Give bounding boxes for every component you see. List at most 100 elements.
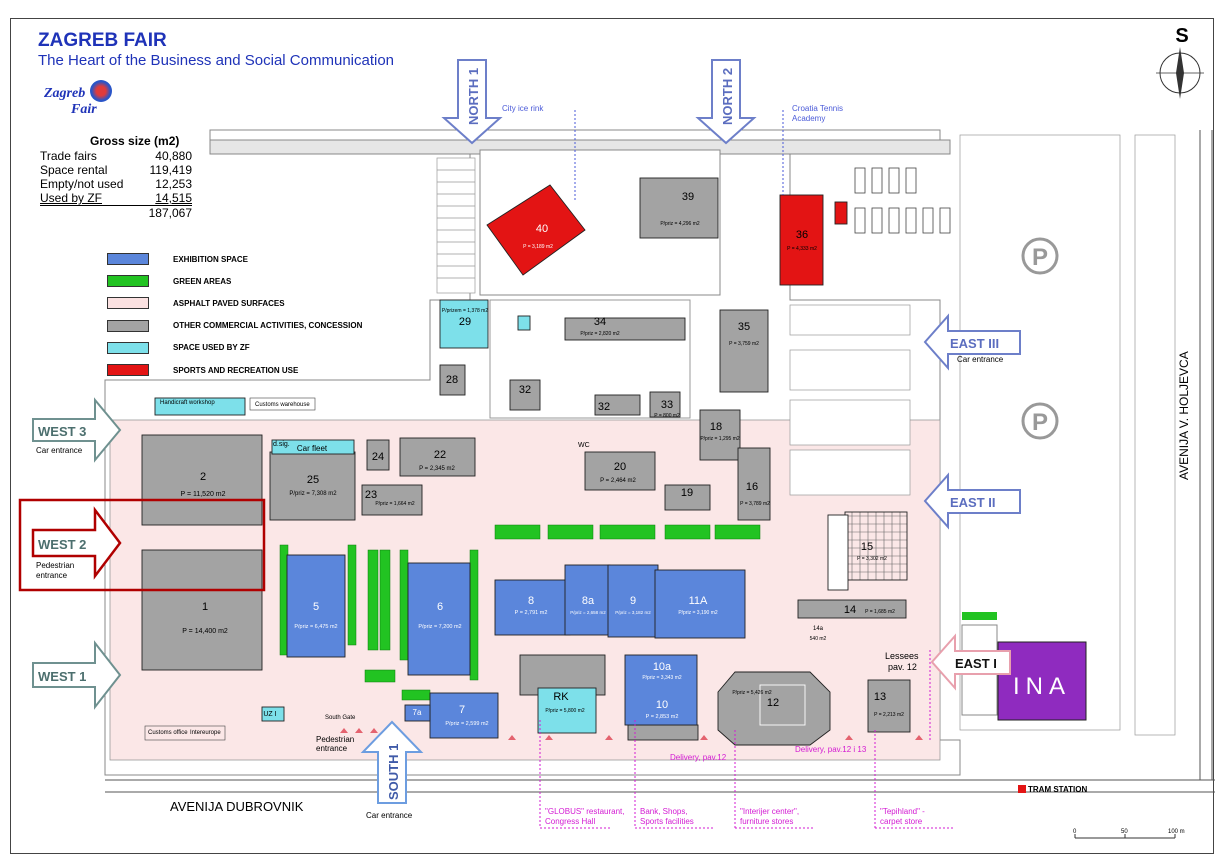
pav-label-34: 34 bbox=[594, 316, 606, 328]
legend-label: SPACE USED BY ZF bbox=[173, 343, 250, 353]
legend-label: ASPHALT PAVED SURFACES bbox=[173, 298, 285, 308]
pavilion-14-shape bbox=[797, 599, 907, 619]
pav-label-6: 6 bbox=[437, 601, 443, 613]
gross-row-value: 14,515 bbox=[155, 191, 192, 205]
logo-word-zagreb: Zagreb bbox=[44, 86, 86, 101]
pavilion-9-shape bbox=[607, 564, 659, 638]
pavilion-2-shape bbox=[141, 434, 263, 526]
west-2-caption-line2: entrance bbox=[36, 571, 68, 580]
parking-icon bbox=[1021, 237, 1059, 275]
pavilion-18-shape bbox=[699, 409, 741, 461]
pavilion-20-shape bbox=[584, 451, 656, 491]
legend-swatch bbox=[107, 275, 149, 288]
west-2-arrow bbox=[31, 506, 122, 580]
west-3-caption: Car entrance bbox=[36, 446, 83, 455]
tennis-line1: Croatia Tennis bbox=[792, 104, 843, 113]
legend-item: EXHIBITION SPACE bbox=[107, 248, 362, 270]
gross-total: 187,067 bbox=[40, 205, 192, 220]
pav-area-15: P = 3,302 m2 bbox=[857, 556, 887, 562]
scale-50: 50 bbox=[1121, 829, 1128, 835]
pavilion-8a-shape bbox=[564, 564, 611, 636]
pavilion-36-annex-shape bbox=[834, 201, 848, 225]
legend-item: ASPHALT PAVED SURFACES bbox=[107, 292, 362, 314]
south-pedestrian-caption-1: Pedestrian bbox=[316, 735, 354, 744]
interijer-line2: furniture stores bbox=[740, 817, 793, 826]
pav-area-8a: P/priz = 2,658 m2 bbox=[570, 610, 606, 615]
pav-label-35: 35 bbox=[738, 321, 750, 333]
east-2-label: EAST II bbox=[950, 495, 996, 510]
pav-area-rk: P/priz = 5,800 m2 bbox=[545, 708, 585, 714]
pav-label-16: 16 bbox=[746, 481, 758, 493]
annotations: City ice rink Croatia Tennis Academy "GL… bbox=[502, 104, 925, 826]
pavilion-32-shape bbox=[594, 394, 641, 416]
gross-row-value: 119,419 bbox=[149, 163, 193, 177]
annotation-leaders bbox=[539, 110, 955, 829]
pav-area-16: P = 3,789 m2 bbox=[740, 501, 770, 507]
pav-area-39: P/priz = 4,296 m2 bbox=[660, 221, 700, 227]
pav-area-6: P/priz = 7,200 m2 bbox=[418, 624, 461, 630]
tepihland-line2: carpet store bbox=[880, 817, 923, 826]
pav-label-7: 7 bbox=[459, 704, 465, 716]
wc-label: WC bbox=[578, 442, 590, 449]
pavilion-16-shape bbox=[737, 447, 771, 521]
legend-label: OTHER COMMERCIAL ACTIVITIES, CONCESSION bbox=[173, 321, 363, 331]
ina-label: INA bbox=[1013, 673, 1071, 700]
compass-letter: S bbox=[1175, 25, 1188, 47]
pavilion-25-shape bbox=[269, 451, 356, 521]
pav-area-34: P/priz = 2,820 m2 bbox=[580, 331, 620, 337]
dsig-label: d.sig. bbox=[273, 441, 290, 448]
pav-area-13: P = 2,213 m2 bbox=[874, 712, 904, 718]
pav-label-8: 8 bbox=[528, 595, 534, 607]
pav-label-11a: 11A bbox=[689, 595, 708, 607]
svg-text:P: P bbox=[1032, 244, 1048, 271]
scale-bar: 0 50 100 m bbox=[1073, 829, 1185, 839]
pav-area-35: P = 3,759 m2 bbox=[729, 341, 759, 347]
gross-row-label: Trade fairs bbox=[40, 149, 97, 163]
legend-item: SPACE USED BY ZF bbox=[107, 337, 362, 359]
pav-label-23: 23 bbox=[365, 489, 377, 501]
pavilion-rk-shape bbox=[537, 687, 597, 734]
pavilion-39-shape bbox=[639, 177, 719, 239]
pavilion-1-shape bbox=[141, 549, 263, 671]
car-fleet-label: Car fleet bbox=[297, 444, 328, 453]
legend-label: GREEN AREAS bbox=[173, 276, 232, 286]
west-3-label: WEST 3 bbox=[38, 424, 86, 439]
pavilion-labels: 40 P = 3,189 m2 39 P/priz = 4,296 m2 36 … bbox=[180, 191, 904, 727]
gross-row-value: 12,253 bbox=[155, 177, 192, 191]
handicraft-shape bbox=[154, 397, 246, 416]
tepihland-line1: "Tepihland" - bbox=[880, 807, 925, 816]
city-ice-rink-label: City ice rink bbox=[502, 104, 544, 113]
pavilion-5-shape bbox=[286, 554, 346, 658]
pav-label-13: 13 bbox=[874, 691, 886, 703]
north-1-label: NORTH 1 bbox=[466, 68, 481, 125]
pav-area-1: P = 14,400 m2 bbox=[182, 628, 228, 635]
pavilion-8-shape bbox=[494, 579, 571, 636]
pavilion-34-shape bbox=[564, 317, 686, 341]
legend-item: SPORTS AND RECREATION USE bbox=[107, 359, 362, 381]
avenija-holjevca-label: AVENIJA V. HOLJEVCA bbox=[1177, 351, 1191, 480]
pav-area-12: P/priz = 5,426 m2 bbox=[732, 690, 772, 696]
entrance-captions: Car entrance Pedestrian entrance Car ent… bbox=[36, 355, 1004, 820]
svg-text:P: P bbox=[1032, 409, 1048, 436]
pav-label-uz-i: UZ I bbox=[263, 711, 276, 718]
map-frame bbox=[10, 18, 1214, 854]
bank-line1: Bank, Shops, bbox=[640, 807, 688, 816]
south-1-label: SOUTH 1 bbox=[386, 744, 401, 800]
pav-area-7: P/priz = 2,599 m2 bbox=[445, 721, 488, 727]
bank-line2: Sports facilities bbox=[640, 817, 694, 826]
pav-area-5: P/priz = 6,475 m2 bbox=[294, 624, 337, 630]
globus-line1: "GLOBUS" restaurant, bbox=[545, 807, 625, 816]
pav-area-11a: P/priz = 3,190 m2 bbox=[678, 610, 718, 616]
pavilion-10-shape bbox=[624, 654, 698, 726]
west-2-highlight-box bbox=[18, 498, 266, 592]
entrance-arrows: NORTH 1 NORTH 2 EAST III EAST II EAST I … bbox=[18, 59, 1021, 804]
pav-area-14: P = 1,685 m2 bbox=[865, 609, 895, 615]
pav-area-9: P/priz = 3,182 m2 bbox=[615, 610, 651, 615]
customs-office-label: Customs office bbox=[148, 730, 188, 736]
pav-label-20: 20 bbox=[614, 461, 626, 473]
scale-100: 100 m bbox=[1168, 829, 1185, 835]
pavilion-22-shape bbox=[399, 437, 476, 477]
east-3-arrow bbox=[923, 313, 1021, 371]
